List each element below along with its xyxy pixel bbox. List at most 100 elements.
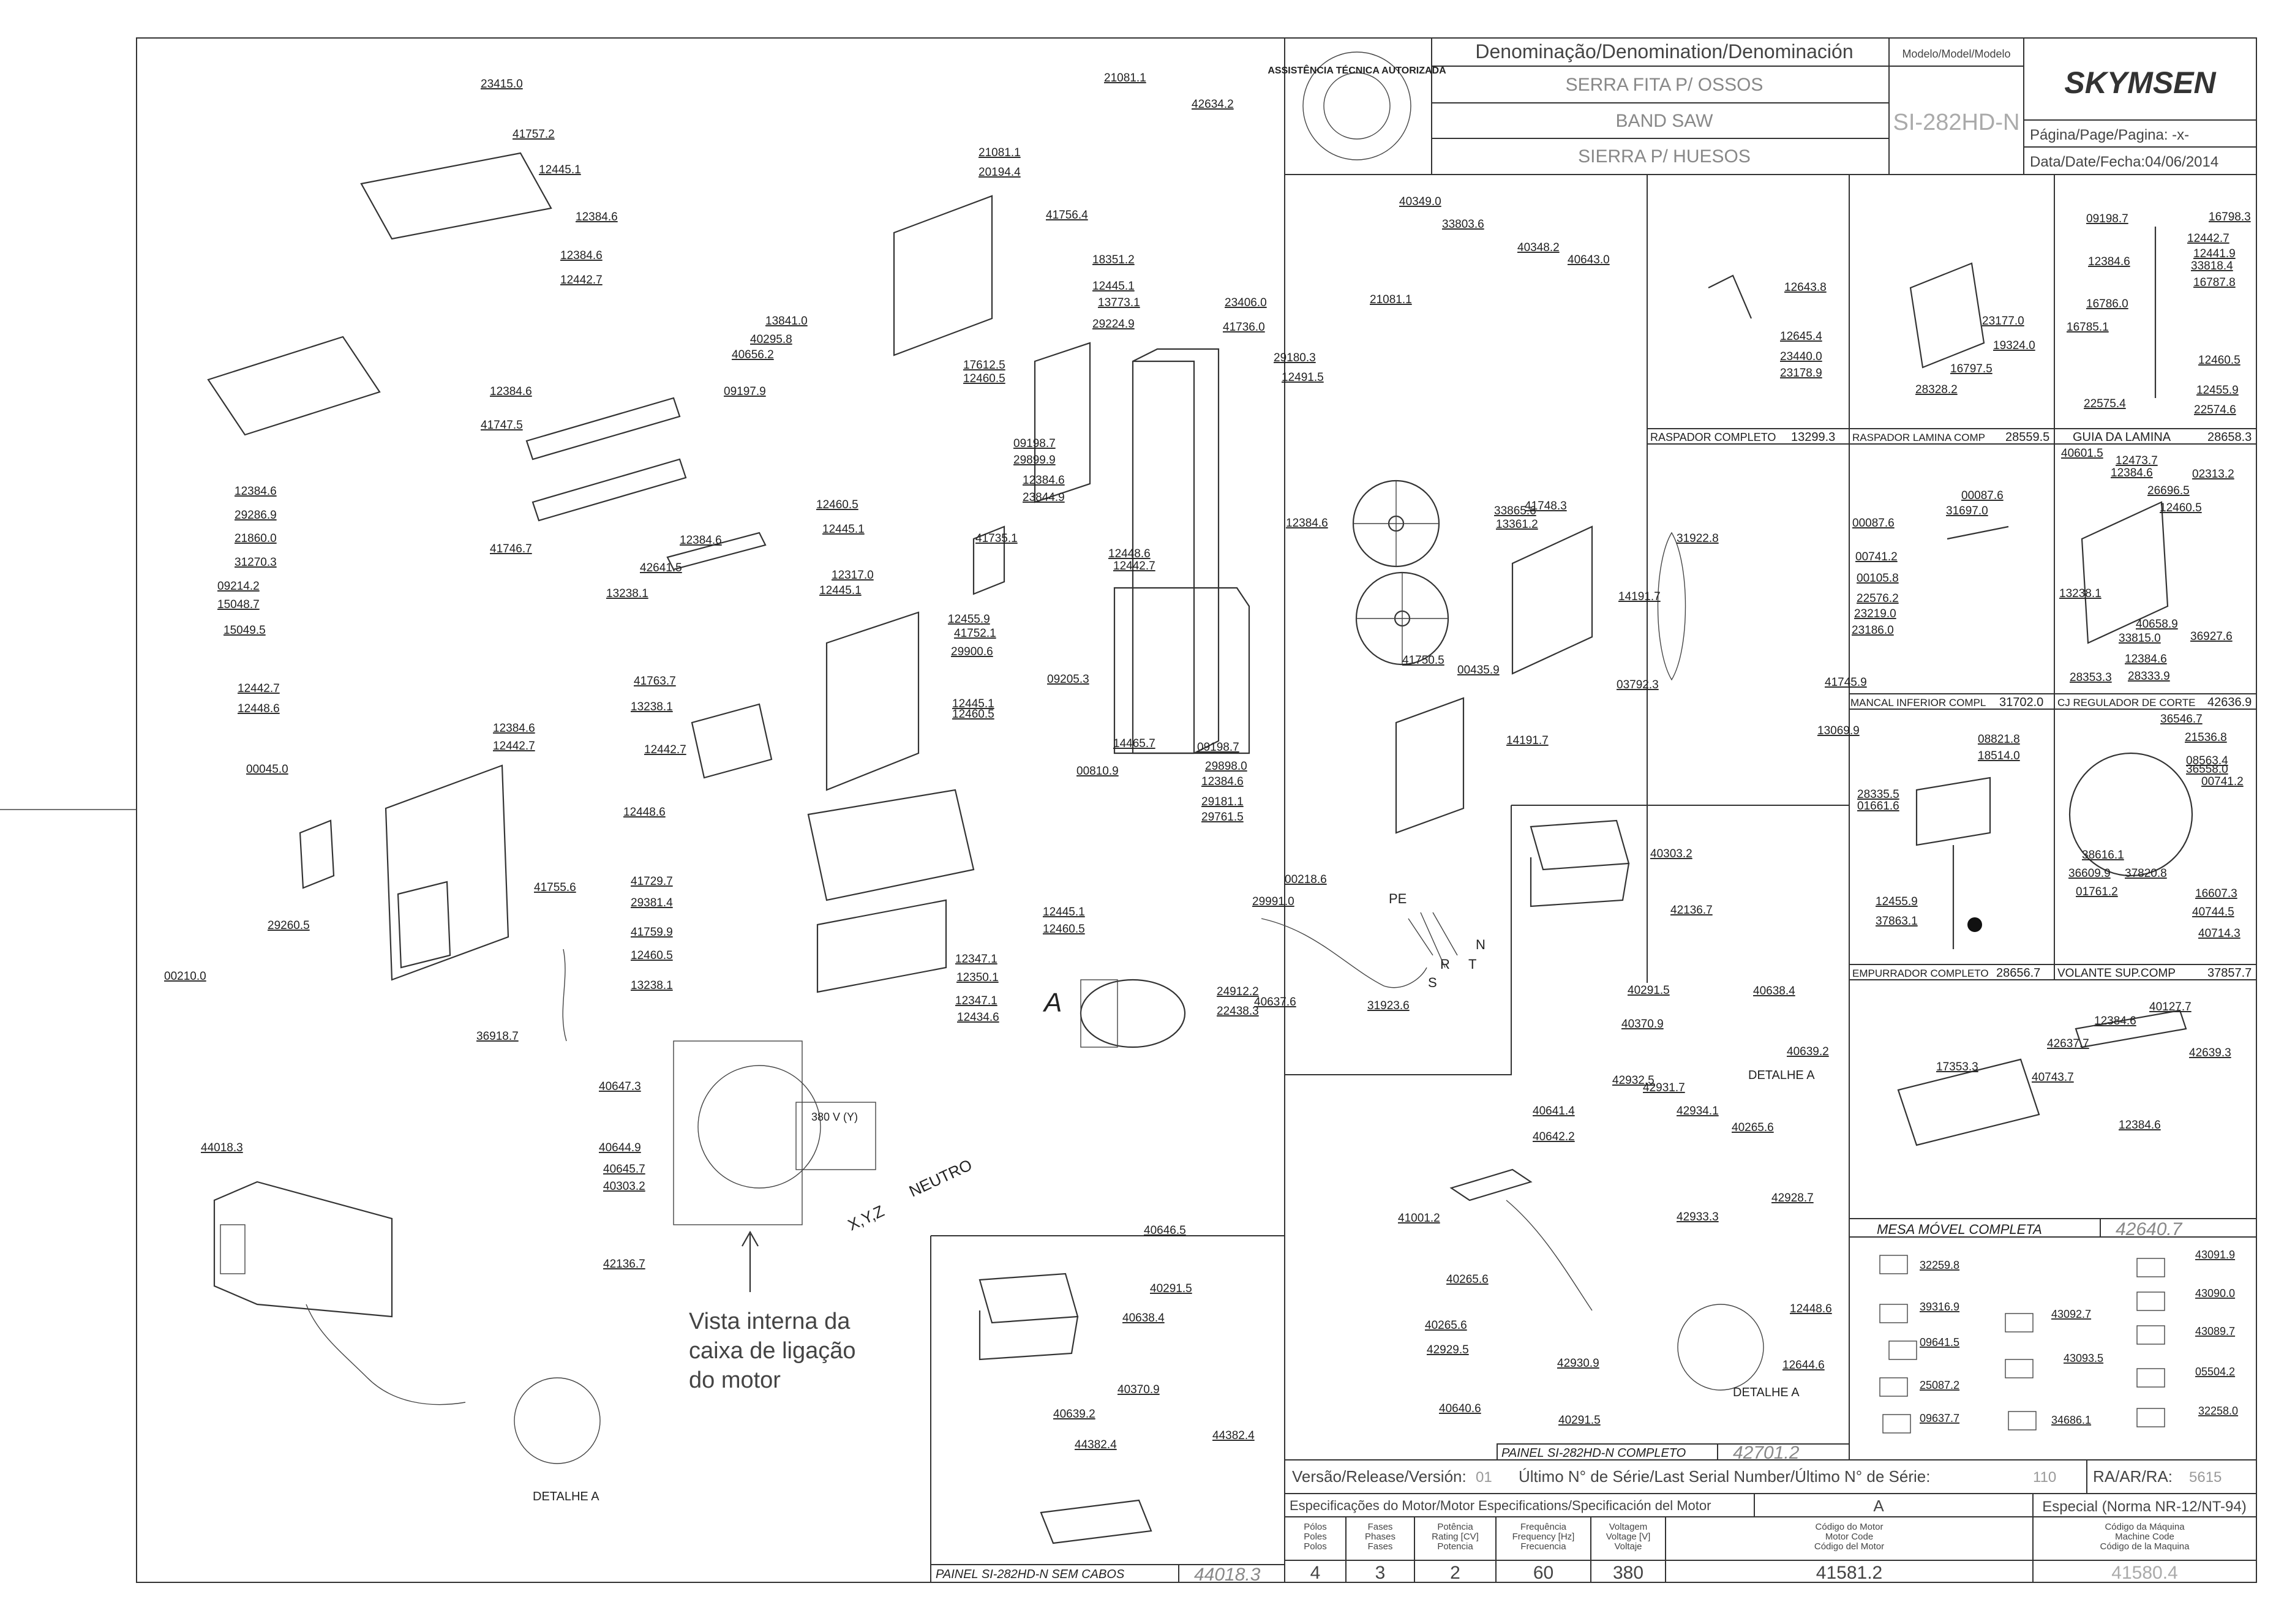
panel-nocables-code: 44018.3 xyxy=(1194,1565,1261,1585)
denomination-header: Denominação/Denomination/Denominación xyxy=(1475,40,1853,62)
part-number-label: 33815.0 xyxy=(2119,632,2161,645)
part-number-label: 13238.1 xyxy=(606,587,648,600)
part-number-label: 16787.8 xyxy=(2193,276,2236,289)
s-label: S xyxy=(1428,975,1437,990)
motor-spec-heading: Rating [CV] xyxy=(1432,1532,1479,1542)
raspador-completo-label: RASPADOR COMPLETO xyxy=(1650,431,1776,443)
part-number-label: 42931.7 xyxy=(1643,1081,1685,1094)
part-number-label: 12445.1 xyxy=(539,164,581,176)
part-number-label: 12491.5 xyxy=(1282,371,1324,384)
part-number-label: 12473.7 xyxy=(2116,454,2158,467)
part-number-label: 00435.9 xyxy=(1457,664,1500,677)
part-number-label: 12448.6 xyxy=(1108,547,1151,560)
brand-logo: SKYMSEN xyxy=(2064,66,2216,100)
motor-spec-heading: Código do Motor xyxy=(1816,1522,1884,1532)
raspador-lamina-code: 28559.5 xyxy=(2005,430,2049,444)
part-number-label: 14191.7 xyxy=(1506,734,1549,747)
part-number-label: 12384.6 xyxy=(680,534,722,547)
part-number-label: 13361.2 xyxy=(1496,518,1538,531)
motor-spec-heading: Motor Code xyxy=(1825,1532,1873,1542)
part-number-label: 41757.2 xyxy=(513,128,555,141)
part-number-label: 12455.9 xyxy=(2196,384,2239,397)
part-number-label: 13841.0 xyxy=(765,315,808,328)
sub-assembly-rows: RASPADOR COMPLETO 13299.3 RASPADOR LAMIN… xyxy=(1647,428,2257,1239)
part-number-label: 36558.0 xyxy=(2186,763,2228,776)
motor-spec-heading: Polos xyxy=(1304,1541,1327,1552)
version-value: 01 xyxy=(1476,1469,1492,1486)
part-number-label: 12350.1 xyxy=(956,971,999,984)
part-number-label: 40744.5 xyxy=(2192,906,2234,919)
neutral-label: NEUTRO xyxy=(906,1156,975,1201)
part-number-label: 29224.9 xyxy=(1092,318,1135,331)
part-number-label: 12347.1 xyxy=(955,953,997,966)
sticker-code: 43090.0 xyxy=(2195,1287,2235,1299)
sticker-box xyxy=(2136,1291,2165,1311)
part-number-label: 42136.7 xyxy=(1670,904,1713,917)
t-label: T xyxy=(1468,957,1476,972)
part-number-label: 23415.0 xyxy=(481,78,523,91)
detail-a-complete: DETALHE A xyxy=(1733,1386,1800,1399)
part-number-label: 24912.2 xyxy=(1217,985,1259,998)
part-number-label: 00105.8 xyxy=(1857,572,1899,585)
part-number-label: 36927.6 xyxy=(2190,630,2233,643)
revision-row: Versão/Release/Versión: 01 Último N° de … xyxy=(1284,1459,2257,1494)
sticker-code: 39316.9 xyxy=(1920,1301,1959,1313)
motor-spec-value: 4 xyxy=(1310,1563,1321,1583)
part-number-label: 12384.6 xyxy=(2125,653,2167,666)
part-number-label: 13238.1 xyxy=(631,979,673,992)
part-number-label: 40265.6 xyxy=(1732,1121,1774,1134)
part-number-label: 12645.4 xyxy=(1780,330,1822,343)
part-number-label: 16797.5 xyxy=(1950,363,1993,375)
sticker-box xyxy=(2008,1411,2037,1430)
part-number-label: 12384.6 xyxy=(1201,775,1244,788)
part-number-label: 12347.1 xyxy=(955,994,997,1007)
regulador-code: 42636.9 xyxy=(2207,696,2252,709)
motor-spec-heading: Voltaje xyxy=(1614,1541,1642,1552)
part-number-label: 40348.2 xyxy=(1517,241,1560,254)
model-code: SI-282HD-N xyxy=(1893,110,2020,135)
part-number-label: 09197.9 xyxy=(724,385,766,398)
part-number-label: 21081.1 xyxy=(1104,72,1146,85)
part-number-label: 12455.9 xyxy=(948,613,990,626)
mancal-code: 31702.0 xyxy=(1999,696,2043,709)
motor-spec-heading: Poles xyxy=(1304,1532,1327,1542)
empurrador-code: 28656.7 xyxy=(1996,966,2040,980)
sticker-box xyxy=(1888,1340,1917,1360)
part-number-label: 12460.5 xyxy=(1043,923,1085,936)
part-number-label: 00087.6 xyxy=(1961,489,2004,502)
part-number-label: 40646.5 xyxy=(1144,1224,1186,1237)
part-number-label: 31923.6 xyxy=(1367,999,1410,1012)
part-number-label: 23406.0 xyxy=(1225,296,1267,309)
voltage-label: 380 V (Y) xyxy=(811,1111,858,1123)
part-number-label: 12434.6 xyxy=(957,1011,999,1024)
sticker-code: 34686.1 xyxy=(2051,1414,2091,1426)
part-number-label: 41747.5 xyxy=(481,419,523,432)
motor-spec-value: 41580.4 xyxy=(2111,1563,2177,1583)
motor-spec-value: 41581.2 xyxy=(1816,1563,1882,1583)
mesa-movel-label: MESA MÓVEL COMPLETA xyxy=(1877,1222,2042,1237)
part-number-label: 23177.0 xyxy=(1982,315,2024,328)
part-number-label: 29260.5 xyxy=(268,919,310,932)
page-label: Página/Page/Pagina: -x- xyxy=(2030,127,2189,143)
part-number-label: 12384.6 xyxy=(493,722,535,735)
part-number-label: 12441.9 xyxy=(2193,247,2236,260)
part-number-label: 42930.9 xyxy=(1557,1357,1599,1370)
part-number-label: 29761.5 xyxy=(1201,811,1244,824)
part-number-label: 40295.8 xyxy=(750,333,792,346)
part-number-label: 22576.2 xyxy=(1857,592,1899,605)
part-number-label: 36918.7 xyxy=(476,1030,519,1043)
detail-a-left: DETALHE A xyxy=(533,1490,599,1503)
part-number-label: 36546.7 xyxy=(2160,713,2203,726)
part-number-label: 12442.7 xyxy=(560,274,603,287)
part-number-label: 42932.5 xyxy=(1612,1074,1655,1087)
main-frame-drawing xyxy=(972,342,1250,754)
part-number-label: 40641.4 xyxy=(1533,1105,1575,1118)
part-number-label: 23178.9 xyxy=(1780,367,1822,380)
part-number-label: 17353.3 xyxy=(1936,1061,1978,1073)
panel-complete-label: PAINEL SI-282HD-N COMPLETO xyxy=(1501,1446,1686,1460)
part-number-label: 16785.1 xyxy=(2067,321,2109,334)
part-number-label: 12384.6 xyxy=(2119,1119,2161,1132)
ra-label: RA/AR/RA: xyxy=(2093,1467,2173,1486)
part-number-label: 01761.2 xyxy=(2076,885,2118,898)
